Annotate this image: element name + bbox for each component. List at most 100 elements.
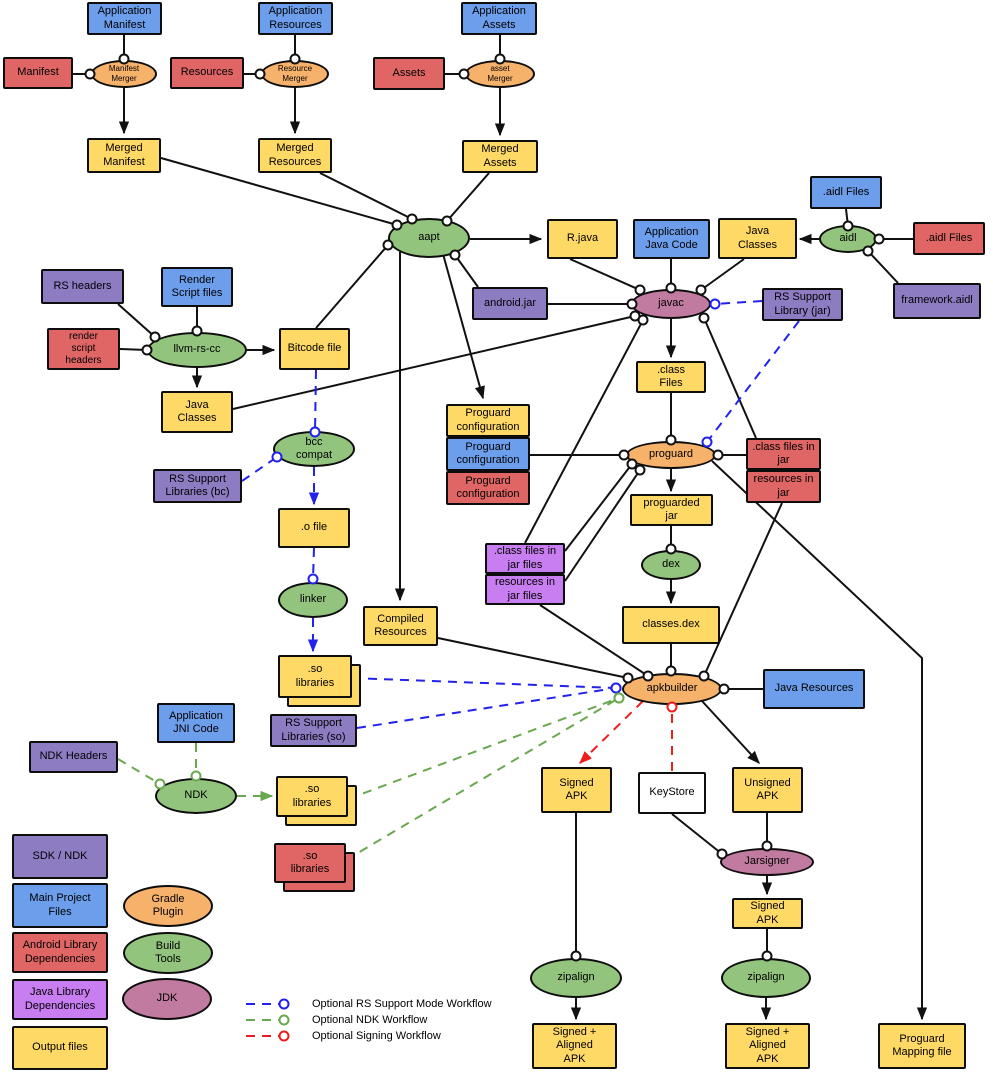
node-proguard-configuration-1-label: Proguard configuration: [456, 407, 520, 433]
node-signed-apk-left: Signed APK: [541, 767, 612, 813]
node-merged-manifest-label: Merged Manifest: [103, 142, 145, 168]
node-class-files-in-jar: .class files in jar: [746, 438, 821, 470]
edge-solid-10: [319, 172, 413, 220]
node-apkbuilder: apkbuilder: [622, 673, 722, 705]
node-application-java-code: Application Java Code: [633, 219, 710, 259]
node-javac: javac: [631, 289, 711, 319]
node-aapt-label: aapt: [418, 231, 440, 244]
edge-solid-11: [446, 172, 490, 222]
node-proguard-configuration-2-label: Proguard configuration: [456, 440, 520, 466]
node-application-jni-code: Application JNI Code: [157, 703, 235, 743]
node-signed-apk-left-label: Signed APK: [559, 776, 594, 802]
port-circle: [278, 1014, 290, 1026]
node-manifest-merger: Manifest Merger: [91, 60, 157, 88]
port-circle: [610, 682, 622, 694]
node-proguard-configuration-3: Proguard configuration: [446, 471, 530, 505]
node-o-file-label: .o file: [300, 521, 328, 534]
node-so-libraries-ndk: .so libraries: [276, 776, 348, 817]
node-asset-merger-label: asset Merger: [487, 64, 513, 83]
edge-solid-32: [564, 463, 633, 552]
edge-solid-50: [701, 700, 760, 764]
node-class-files-label: .class Files: [656, 363, 686, 389]
edge-rs-35: [706, 320, 800, 443]
edge-solid-16: [442, 253, 485, 400]
edge-solid-37: [711, 460, 928, 1021]
node-class-files: .class Files: [636, 361, 706, 393]
port-circle: [278, 998, 290, 1010]
node-ndk: NDK: [155, 778, 237, 814]
edge-ndk-70: [117, 758, 161, 785]
node-llvm-rs-cc-label: llvm-rs-cc: [173, 343, 221, 356]
node-manifest-merger-label: Manifest Merger: [108, 64, 140, 83]
node-aidl-files-blue: .aidl Files: [810, 176, 882, 209]
node-merged-resources: Merged Resources: [258, 138, 332, 173]
node-class-files-in-jar-files: .class files in jar files: [485, 543, 565, 574]
node-proguard-configuration-1: Proguard configuration: [446, 404, 530, 437]
node-resources-in-jar-files-label: resources in jar files: [495, 576, 555, 602]
edge-solid-43: [703, 502, 783, 677]
node-legend-output-files: Output files: [12, 1026, 108, 1070]
node-zipalign-left-label: zipalign: [557, 971, 595, 984]
node-proguard-configuration-3-label: Proguard configuration: [456, 474, 520, 500]
edge-solid-33: [564, 469, 641, 582]
node-framework-aidl-label: framework.aidl: [901, 294, 973, 307]
node-javac-label: javac: [658, 297, 684, 310]
node-android-jar: android.jar: [472, 287, 548, 320]
edge-solid-23: [703, 317, 757, 439]
node-render-script-files-label: Render Script files: [171, 273, 223, 299]
node-bitcode-file-label: Bitcode file: [287, 342, 342, 355]
node-legend-gradle-plugin: Gradle Plugin: [123, 885, 213, 927]
node-resources-in-jar-label: resources in jar: [753, 473, 814, 499]
edge-rs-65: [241, 456, 278, 482]
node-keystore: KeyStore: [638, 772, 706, 814]
node-legend-main-project-files: Main Project Files: [12, 883, 108, 928]
node-r-java-label: R.java: [566, 232, 599, 245]
node-proguard-configuration-2: Proguard configuration: [446, 437, 530, 471]
node-rs-support-libraries-bc: RS Support Libraries (bc): [153, 469, 242, 503]
node-rs-support-library-jar-label: RS Support Library (jar): [774, 291, 831, 317]
node-keystore-label: KeyStore: [649, 786, 695, 799]
node-proguard-label: proguard: [648, 448, 694, 461]
node-classes-dex-label: classes.dex: [642, 618, 700, 631]
port-circle: [698, 312, 710, 324]
node-bitcode-file: Bitcode file: [279, 328, 350, 370]
node-r-java: R.java: [547, 219, 618, 259]
node-java-classes-aidl: Java Classes: [718, 218, 797, 259]
node-application-assets-label: Application Assets: [472, 5, 526, 31]
node-rs-support-libraries-so: RS Support Libraries (so): [270, 714, 357, 747]
node-proguard-mapping-file: Proguard Mapping file: [878, 1023, 966, 1069]
node-aidl-files-red: .aidl Files: [913, 222, 985, 255]
node-rs-support-libraries-so-label: RS Support Libraries (so): [281, 717, 346, 743]
legend-label-rs: Optional RS Support Mode Workflow: [312, 998, 492, 1010]
node-aidl-label: aidl: [839, 232, 857, 245]
node-signed-apk-right-label: Signed APK: [750, 900, 785, 926]
node-java-classes-aidl-label: Java Classes: [737, 225, 778, 251]
node-application-java-code-label: Application Java Code: [644, 225, 699, 251]
node-java-classes-rs-label: Java Classes: [177, 398, 217, 424]
edge-solid-13: [454, 254, 479, 288]
node-signed-apk-right: Signed APK: [732, 898, 803, 929]
node-merged-assets-label: Merged Assets: [481, 143, 519, 169]
legend-label-sign: Optional Signing Workflow: [312, 1030, 441, 1042]
node-legend-build-tools-label: Build Tools: [155, 939, 181, 965]
node-application-jni-code-label: Application JNI Code: [169, 709, 223, 735]
node-legend-jdk: JDK: [122, 978, 212, 1020]
node-proguard-mapping-file-label: Proguard Mapping file: [892, 1032, 952, 1058]
node-application-assets: Application Assets: [461, 2, 537, 35]
edge-solid-19: [700, 258, 745, 291]
node-linker-label: linker: [299, 593, 327, 606]
node-resources-in-jar-files: resources in jar files: [485, 574, 565, 605]
node-assets-label: Assets: [392, 66, 426, 79]
node-so-libraries-ndk-label: .so libraries: [292, 783, 332, 809]
node-resources-in-jar: resources in jar: [746, 470, 821, 503]
node-bcc-compat: bcc compat: [273, 431, 355, 467]
node-render-script-headers-label: render script headers: [65, 330, 102, 367]
node-application-manifest: Application Manifest: [87, 2, 162, 35]
node-merged-resources-label: Merged Resources: [268, 142, 322, 168]
node-classes-dex: classes.dex: [622, 606, 720, 644]
node-jarsigner-label: Jarsigner: [744, 855, 790, 868]
node-compiled-resources: Compiled Resources: [363, 606, 438, 646]
edge-solid-26: [845, 208, 849, 227]
port-circle: [613, 692, 625, 704]
